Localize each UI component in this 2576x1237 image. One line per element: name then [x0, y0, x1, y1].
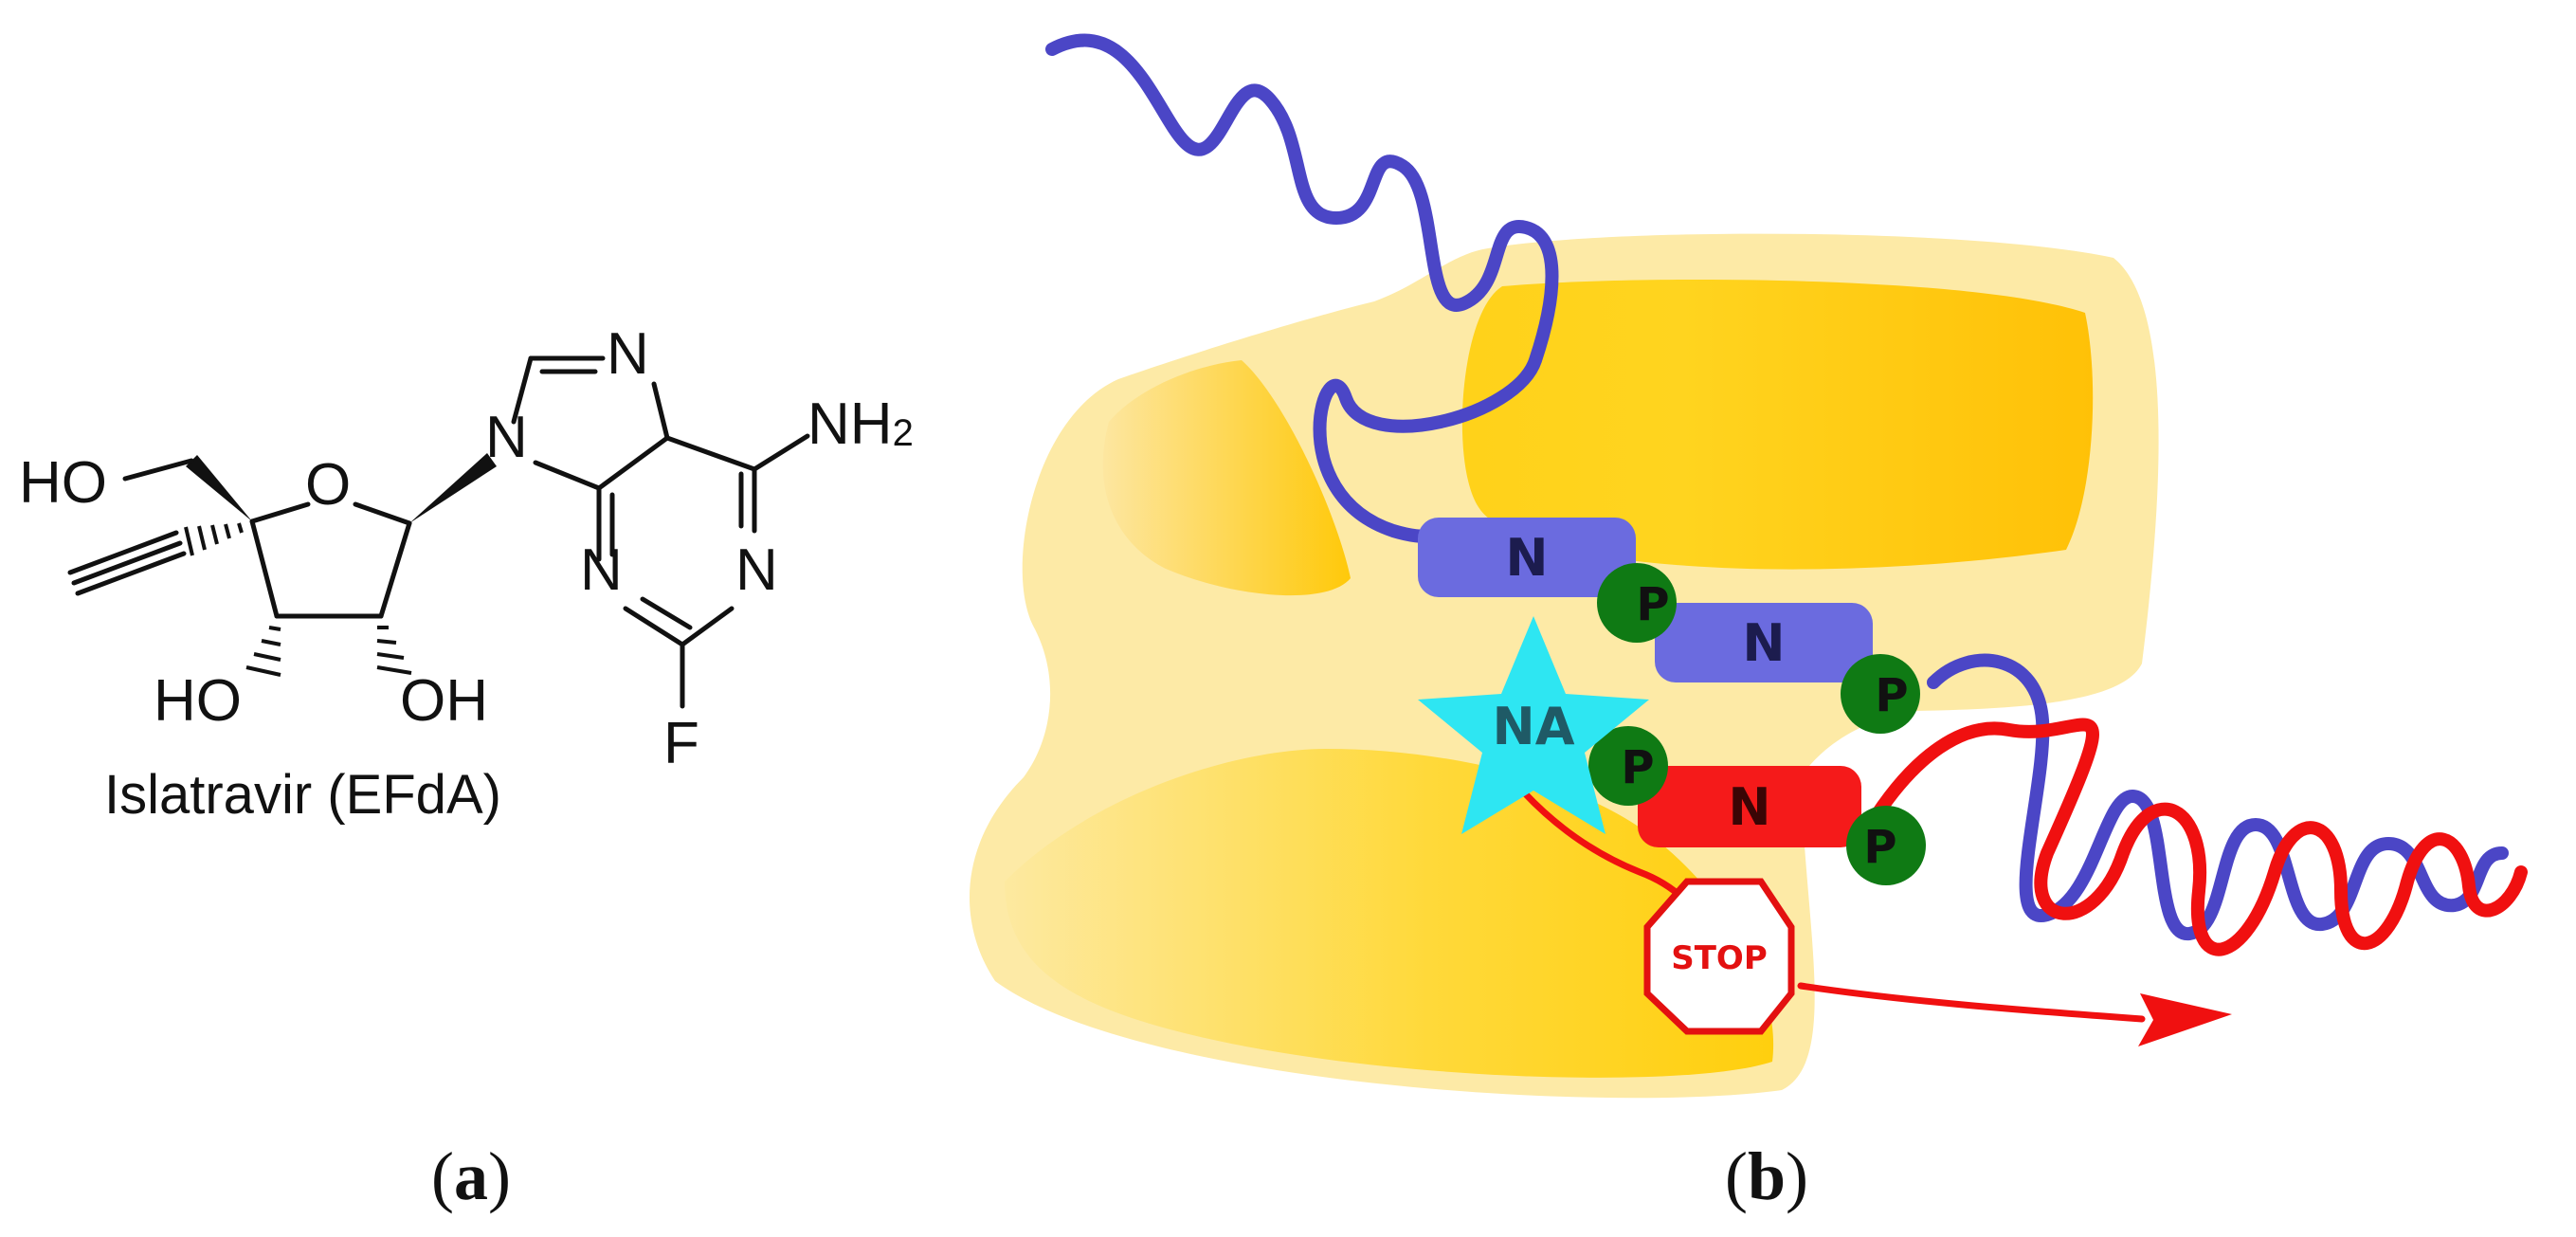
stop-label: STOP: [1671, 939, 1768, 977]
atom-label: N: [580, 537, 623, 603]
atom-label: N: [485, 405, 528, 470]
atom-label: OH: [400, 668, 488, 734]
bond: [596, 435, 670, 491]
triple-bond: [71, 540, 183, 586]
hashed-bond: [245, 626, 281, 677]
panel-a: HO O HO OH N N N N NH2 F Islatravir (EFd…: [19, 321, 914, 1214]
atom-label: O: [305, 452, 351, 518]
nucleoside-analog-star: NA: [1418, 616, 1649, 834]
bond: [623, 606, 685, 647]
bond: [511, 355, 534, 425]
hashed-bond: [184, 522, 244, 556]
phosphate-2: P: [1841, 654, 1920, 734]
triple-bond: [75, 551, 187, 596]
nucleotide-label: N: [1505, 528, 1548, 588]
bond: [752, 433, 810, 472]
molecule-caption: Islatravir (EFdA): [104, 764, 501, 826]
stop-arrow-head: [2138, 993, 2232, 1046]
enzyme-domain-lower: [1005, 749, 1774, 1078]
phosphate-label: P: [1621, 741, 1654, 794]
bond: [651, 381, 670, 441]
phosphate-label: P: [1863, 821, 1896, 874]
atom-label: N: [607, 321, 649, 387]
atom-label: HO: [154, 668, 242, 734]
template-strand: [1045, 33, 1559, 543]
bond: [680, 606, 735, 647]
bond: [533, 460, 602, 491]
atom-label: HO: [19, 450, 107, 516]
nucleotide-label: N: [1728, 777, 1770, 837]
phosphate-1: P: [1597, 563, 1677, 643]
nucleotide-label: N: [1742, 613, 1785, 673]
bond: [378, 520, 412, 619]
primer-strand: [1870, 718, 2528, 956]
bond: [353, 501, 412, 526]
bond: [122, 458, 194, 482]
wedge-bond: [409, 453, 497, 523]
stop-sign: STOP: [1643, 878, 1795, 1035]
polymerase-enzyme: [969, 233, 2159, 1099]
panel-label-b: (b): [1725, 1138, 1808, 1214]
enzyme-domain-upper: [1461, 280, 2094, 570]
hashed-bond: [376, 626, 412, 675]
panel-b: N N N P P P P NA: [969, 33, 2528, 1214]
bond: [640, 596, 693, 630]
nucleotide-bottom: N: [1638, 766, 1861, 847]
phosphate-label: P: [1636, 578, 1669, 631]
analog-label: NA: [1493, 697, 1575, 756]
nucleotide-middle: N: [1655, 603, 1873, 682]
nucleotide-top: N: [1418, 518, 1636, 597]
phosphate-label: P: [1875, 669, 1908, 722]
stop-arrow-line: [1797, 982, 2146, 1023]
wedge-bond: [186, 455, 252, 521]
bond: [249, 501, 311, 524]
islatravir-structure: HO O HO OH N N N N NH2 F: [19, 321, 914, 776]
phosphate-4: P: [1846, 806, 1926, 885]
atom-label: F: [663, 711, 699, 776]
amine-label: NH2: [807, 391, 914, 457]
atom-label: N: [735, 537, 778, 603]
bond: [249, 518, 280, 619]
bond: [664, 435, 757, 472]
triple-bond: [67, 530, 179, 575]
enzyme-domain-left: [1102, 360, 1351, 596]
phosphate-3: P: [1588, 726, 1668, 806]
panel-label-a: (a): [431, 1138, 511, 1214]
